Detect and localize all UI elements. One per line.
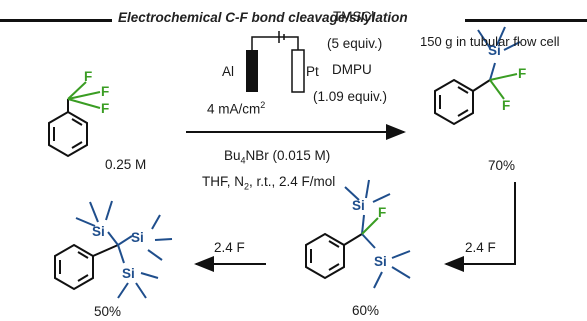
start-F-right: F <box>101 84 110 99</box>
reagent-tmscl-equiv: (5 equiv.) <box>327 36 383 51</box>
product3-Si-right: Si <box>131 230 144 245</box>
step2-arrow <box>444 182 516 272</box>
product1-cf2-bonds <box>489 73 518 100</box>
product1-silyl-bonds <box>477 26 521 81</box>
reagent-dmpu: DMPU <box>332 62 372 77</box>
product1-F-bottom: F <box>502 98 511 113</box>
product2-Si-top: Si <box>352 198 365 213</box>
product3-silyl-bonds <box>75 200 173 299</box>
product2-cf-bond <box>361 217 379 235</box>
anode-label: Al <box>222 64 235 79</box>
al-electrode <box>246 50 258 92</box>
reagent-dmpu-equiv: (1.09 equiv.) <box>313 89 388 104</box>
start-concentration: 0.25 M <box>105 157 147 172</box>
electrochemical-cell-icon <box>251 31 299 90</box>
current-density: 4 mA/cm2 <box>207 100 266 117</box>
scheme-title: Electrochemical C-F bond cleavage/silyla… <box>118 10 408 25</box>
product1-Si: Si <box>488 43 501 58</box>
condition-solvent: THF, N2, r.t., 2.4 F/mol <box>202 174 336 192</box>
product3-Si-top: Si <box>92 224 105 239</box>
product1-F-right: F <box>518 66 527 81</box>
product2-yield: 60% <box>352 303 380 318</box>
benzene-ring-product2 <box>305 232 363 280</box>
cathode-label: Pt <box>306 64 319 79</box>
reagent-tmscl: TMSCl <box>333 9 375 24</box>
start-F-top: F <box>84 69 93 84</box>
pt-electrode <box>291 49 305 93</box>
product2-silyl-bonds <box>344 179 411 289</box>
scale-note: 150 g in tubular flow cell <box>420 34 560 49</box>
step3-label: 2.4 F <box>214 240 245 255</box>
product3-yield: 50% <box>94 304 122 319</box>
benzene-ring-start <box>48 99 88 158</box>
title-rule-right <box>465 19 587 22</box>
start-F-bottom: F <box>101 101 110 116</box>
benzene-ring-product1 <box>434 78 491 126</box>
product2-Si-bottom: Si <box>374 254 387 269</box>
benzene-ring-product3 <box>54 243 119 291</box>
product3-Si-bottom: Si <box>122 266 135 281</box>
product1-yield: 70% <box>488 158 516 173</box>
condition-electrolyte: Bu4NBr (0.015 M) <box>224 148 331 166</box>
product2-F: F <box>378 205 387 220</box>
step2-label: 2.4 F <box>465 240 496 255</box>
cf3-bonds <box>67 81 101 109</box>
title-rule-left <box>0 19 112 22</box>
